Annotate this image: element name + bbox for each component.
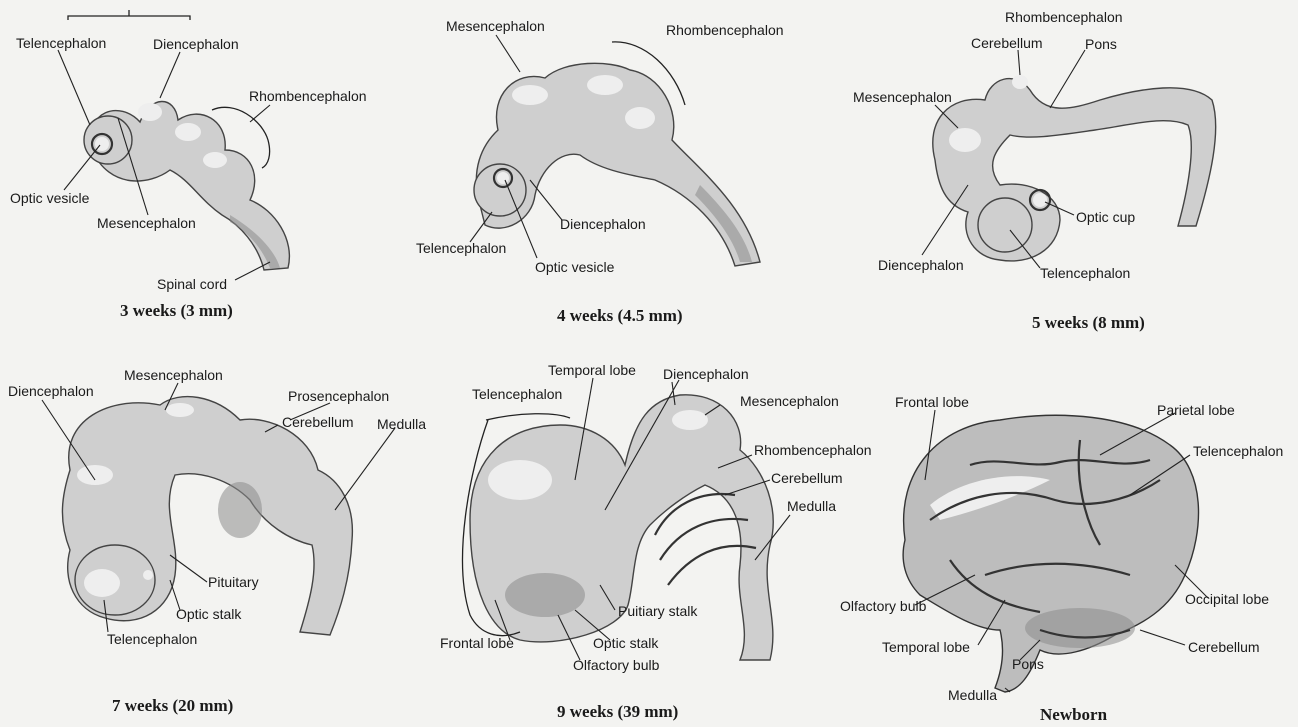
label-cerebellum: Cerebellum: [971, 35, 1043, 51]
label-prosencephalon: Prosencephalon: [288, 388, 389, 404]
caption-newborn: Newborn: [1040, 705, 1107, 725]
label-puitiary-stalk: Puitiary stalk: [618, 603, 697, 619]
label-olfactory-bulb: Olfactory bulb: [840, 598, 926, 614]
label-mesencephalon: Mesencephalon: [446, 18, 545, 34]
label-olfactory-bulb: Olfactory bulb: [573, 657, 659, 673]
label-diencephalon: Diencephalon: [153, 36, 239, 52]
label-parietal-lobe: Parietal lobe: [1157, 402, 1235, 418]
label-diencephalon: Diencephalon: [8, 383, 94, 399]
label-mesencephalon: Mesencephalon: [124, 367, 223, 383]
label-optic-stalk: Optic stalk: [176, 606, 241, 622]
label-diencephalon: Diencephalon: [878, 257, 964, 273]
label-rhombencephalon: Rhombencephalon: [666, 22, 784, 38]
label-telencephalon: Telencephalon: [1193, 443, 1283, 459]
label-diencephalon: Diencephalon: [663, 366, 749, 382]
label-medulla: Medulla: [948, 687, 997, 703]
caption-5-weeks: 5 weeks (8 mm): [1032, 313, 1145, 333]
label-cerebellum: Cerebellum: [771, 470, 843, 486]
caption-4-weeks: 4 weeks (4.5 mm): [557, 306, 683, 326]
label-medulla: Medulla: [787, 498, 836, 514]
label-frontal-lobe: Frontal lobe: [440, 635, 514, 651]
label-temporal-lobe: Temporal lobe: [882, 639, 970, 655]
label-pons: Pons: [1085, 36, 1117, 52]
label-telencephalon: Telencephalon: [16, 35, 106, 51]
stage-7-weeks-drawing: [62, 397, 352, 635]
label-mesencephalon: Mesencephalon: [740, 393, 839, 409]
stage-4-weeks-drawing: [474, 63, 760, 266]
label-rhombencephalon: Rhombencephalon: [249, 88, 367, 104]
label-rhombencephalon: Rhombencephalon: [1005, 9, 1123, 25]
label-cerebellum: Cerebellum: [1188, 639, 1260, 655]
label-telencephalon: Telencephalon: [107, 631, 197, 647]
label-optic-vesicle: Optic vesicle: [535, 259, 614, 275]
label-telencephalon: Telencephalon: [1040, 265, 1130, 281]
stage-9-weeks-drawing: [470, 395, 773, 660]
caption-9-weeks: 9 weeks (39 mm): [557, 702, 678, 722]
label-pituitary: Pituitary: [208, 574, 259, 590]
label-occipital-lobe: Occipital lobe: [1185, 591, 1269, 607]
stage-3-weeks-drawing: [84, 101, 289, 270]
label-medulla: Medulla: [377, 416, 426, 432]
label-diencephalon: Diencephalon: [560, 216, 646, 232]
label-mesencephalon: Mesencephalon: [853, 89, 952, 105]
label-telencephalon: Telencephalon: [472, 386, 562, 402]
label-rhombencephalon: Rhombencephalon: [754, 442, 872, 458]
label-optic-vesicle: Optic vesicle: [10, 190, 89, 206]
label-mesencephalon: Mesencephalon: [97, 215, 196, 231]
label-temporal-lobe: Temporal lobe: [548, 362, 636, 378]
label-optic-cup: Optic cup: [1076, 209, 1135, 225]
caption-7-weeks: 7 weeks (20 mm): [112, 696, 233, 716]
label-optic-stalk: Optic stalk: [593, 635, 658, 651]
label-spinal-cord: Spinal cord: [157, 276, 227, 292]
label-telencephalon: Telencephalon: [416, 240, 506, 256]
label-frontal-lobe: Frontal lobe: [895, 394, 969, 410]
caption-3-weeks: 3 weeks (3 mm): [120, 301, 233, 321]
stage-5-weeks-drawing: [933, 75, 1216, 261]
label-pons: Pons: [1012, 656, 1044, 672]
label-cerebellum: Cerebellum: [282, 414, 354, 430]
